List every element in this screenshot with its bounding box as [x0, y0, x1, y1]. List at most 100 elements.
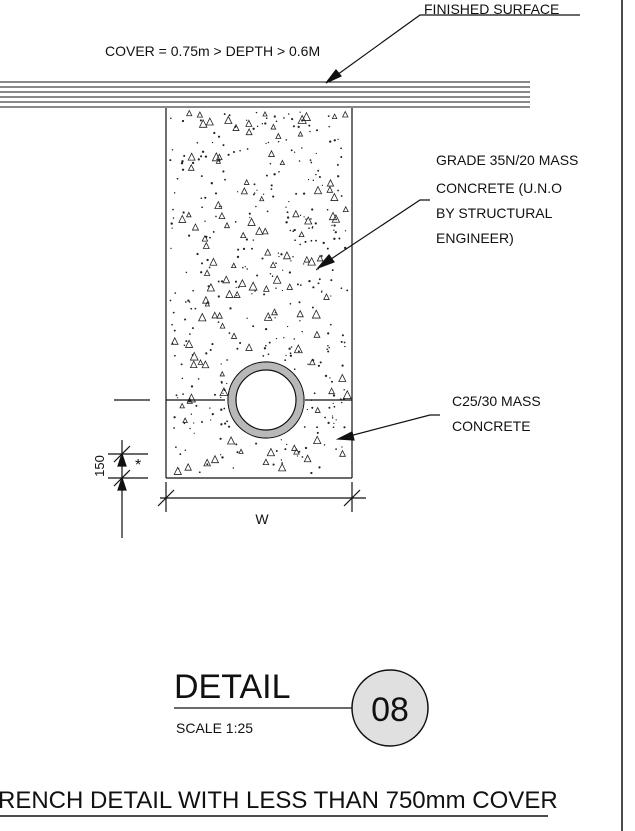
- stipple-mark: [342, 389, 352, 400]
- stipple-mark: [297, 125, 300, 129]
- stipple-mark: [294, 239, 296, 242]
- stipple-mark: [200, 262, 204, 265]
- stipple-mark: [280, 459, 283, 461]
- stipple-mark: [193, 422, 195, 424]
- stipple-mark: [331, 214, 341, 223]
- stipple-mark: [189, 333, 191, 335]
- stipple-mark: [186, 393, 197, 403]
- stipple-mark: [296, 283, 299, 286]
- stipple-mark: [342, 205, 349, 213]
- stipple-mark: [328, 406, 331, 409]
- stipple-mark: [299, 214, 302, 216]
- stipple-mark: [173, 329, 176, 332]
- stipple-mark: [173, 192, 176, 194]
- finished-surface-lines: [0, 81, 530, 108]
- stipple-mark: [340, 340, 343, 343]
- stipple-mark: [292, 209, 300, 218]
- stipple-mark: [216, 311, 223, 319]
- stipple-mark: [289, 302, 292, 305]
- stipple-mark: [299, 284, 302, 286]
- stipple-mark: [346, 289, 349, 292]
- stipple-mark: [310, 471, 313, 475]
- stipple-mark: [309, 159, 312, 161]
- stipple-mark: [196, 252, 199, 256]
- detail-number: 08: [371, 691, 409, 729]
- stipple-mark: [317, 282, 320, 285]
- stipple-mark: [184, 318, 187, 321]
- stipple-mark: [217, 295, 220, 298]
- stipple-mark: [298, 450, 301, 453]
- stipple-mark: [182, 417, 188, 423]
- stipple-mark: [327, 115, 330, 117]
- stipple-mark: [185, 340, 188, 343]
- stipple-mark: [270, 188, 273, 190]
- stipple-mark: [308, 279, 311, 283]
- stipple-mark: [209, 348, 212, 352]
- stipple-mark: [296, 455, 299, 457]
- stipple-mark: [315, 152, 317, 155]
- stipple-mark: [247, 217, 256, 226]
- concrete-stipple: [169, 109, 352, 475]
- stipple-mark: [216, 153, 223, 161]
- stipple-mark: [333, 405, 336, 408]
- stipple-mark: [189, 360, 198, 369]
- stipple-mark: [236, 255, 240, 259]
- stipple-mark: [230, 262, 237, 269]
- stipple-mark: [270, 123, 277, 130]
- stipple-mark: [311, 226, 314, 229]
- stipple-mark: [248, 212, 251, 215]
- stipple-mark: [223, 221, 231, 229]
- stipple-mark: [305, 218, 307, 220]
- stipple-mark: [176, 177, 179, 180]
- stipple-mark: [178, 214, 187, 223]
- stipple-mark: [312, 179, 315, 182]
- stipple-mark: [304, 216, 313, 225]
- stipple-mark: [184, 339, 194, 348]
- stipple-mark: [332, 402, 334, 404]
- stipple-mark: [290, 260, 292, 262]
- stipple-mark: [209, 407, 211, 409]
- stipple-mark: [214, 393, 217, 396]
- stipple-mark: [190, 385, 194, 388]
- stipple-mark: [217, 280, 220, 283]
- stipple-mark: [208, 266, 211, 269]
- cover-label: COVER = 0.75m > DEPTH > 0.6M: [105, 43, 320, 59]
- stipple-mark: [343, 389, 345, 391]
- grade-label-line2: CONCRETE (U.N.O: [436, 180, 562, 196]
- stipple-mark: [199, 119, 202, 122]
- stipple-mark: [222, 170, 225, 173]
- stipple-mark: [280, 253, 283, 256]
- stipple-mark: [282, 251, 292, 260]
- stipple-mark: [181, 377, 184, 380]
- stipple-mark: [194, 307, 197, 310]
- stipple-mark: [333, 422, 335, 425]
- stipple-mark: [334, 231, 337, 234]
- stipple-mark: [273, 115, 276, 118]
- stipple-mark: [329, 140, 332, 143]
- stipple-mark: [267, 149, 276, 157]
- stipple-mark: [180, 162, 184, 165]
- stipple-mark: [206, 463, 209, 466]
- stipple-mark: [230, 332, 238, 339]
- stipple-mark: [338, 237, 341, 240]
- stipple-mark: [249, 216, 251, 219]
- stipple-mark: [297, 114, 307, 124]
- stipple-mark: [171, 149, 174, 151]
- stipple-mark: [278, 170, 280, 173]
- stipple-mark: [201, 150, 205, 153]
- stipple-mark: [170, 222, 173, 225]
- stipple-mark: [209, 257, 218, 266]
- stipple-mark: [244, 265, 246, 268]
- stipple-mark: [184, 462, 193, 471]
- stipple-mark: [170, 117, 172, 120]
- stipple-mark: [286, 325, 289, 328]
- stipple-mark: [200, 197, 203, 199]
- stipple-mark: [173, 427, 175, 429]
- stipple-mark: [197, 312, 207, 322]
- stipple-mark: [316, 431, 319, 434]
- stipple-mark: [318, 278, 321, 281]
- stipple-mark: [292, 230, 295, 233]
- stipple-mark: [328, 211, 338, 221]
- stipple-mark: [235, 286, 237, 289]
- stipple-mark: [256, 274, 259, 277]
